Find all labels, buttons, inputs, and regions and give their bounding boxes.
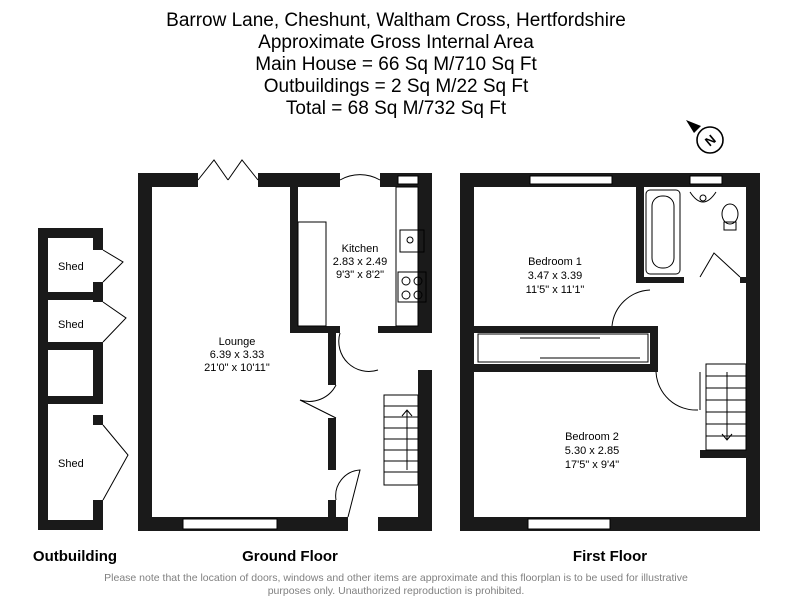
shed-label: Shed	[58, 261, 84, 273]
outbuilding-plan: Shed Shed Shed	[38, 228, 129, 530]
disclaimer-note: Please note that the location of doors, …	[60, 572, 732, 598]
main-house-area: Main House = 66 Sq M/710 Sq Ft	[255, 54, 537, 75]
kitchen-label: Kitchen	[342, 243, 379, 255]
bedroom1-imperial: 11'5" x 11'1"	[526, 284, 585, 296]
kitchen-imperial: 9'3" x 8'2"	[336, 269, 384, 281]
bedroom2-metric: 5.30 x 2.85	[565, 445, 619, 457]
disclaimer-line: Please note that the location of doors, …	[104, 572, 688, 584]
first-floor-label: First Floor	[573, 548, 647, 565]
outbuildings-area: Outbuildings = 2 Sq M/22 Sq Ft	[263, 76, 529, 97]
shed-label: Shed	[58, 458, 84, 470]
kitchen-metric: 2.83 x 2.49	[333, 256, 387, 268]
bedroom1-label: Bedroom 1	[528, 256, 582, 268]
shed-label: Shed	[58, 319, 84, 331]
bedroom2-imperial: 17'5" x 9'4"	[565, 459, 619, 471]
total-area: Total = 68 Sq M/732 Sq Ft	[285, 98, 507, 119]
north-arrow-icon: N	[686, 120, 724, 154]
first-floor-plan: Bedroom 1 3.47 x 3.39 11'5" x 11'1" Bedr…	[460, 173, 760, 531]
bedroom1-metric: 3.47 x 3.39	[528, 270, 582, 282]
lounge-label: Lounge	[219, 336, 256, 348]
bedroom2-label: Bedroom 2	[565, 431, 619, 443]
ground-floor-label: Ground Floor	[242, 548, 338, 565]
lounge-metric: 6.39 x 3.33	[210, 349, 264, 361]
area-title: Approximate Gross Internal Area	[258, 32, 534, 53]
outbuilding-label: Outbuilding	[33, 548, 117, 565]
plan-header: Barrow Lane, Cheshunt, Waltham Cross, He…	[0, 10, 792, 120]
ground-floor-plan: Kitchen 2.83 x 2.49 9'3" x 8'2" Lounge 6…	[138, 159, 432, 531]
lounge-imperial: 21'0" x 10'11"	[204, 362, 270, 374]
address-title: Barrow Lane, Cheshunt, Waltham Cross, He…	[166, 10, 626, 31]
disclaimer-line: purposes only. Unauthorized reproduction…	[267, 585, 525, 597]
